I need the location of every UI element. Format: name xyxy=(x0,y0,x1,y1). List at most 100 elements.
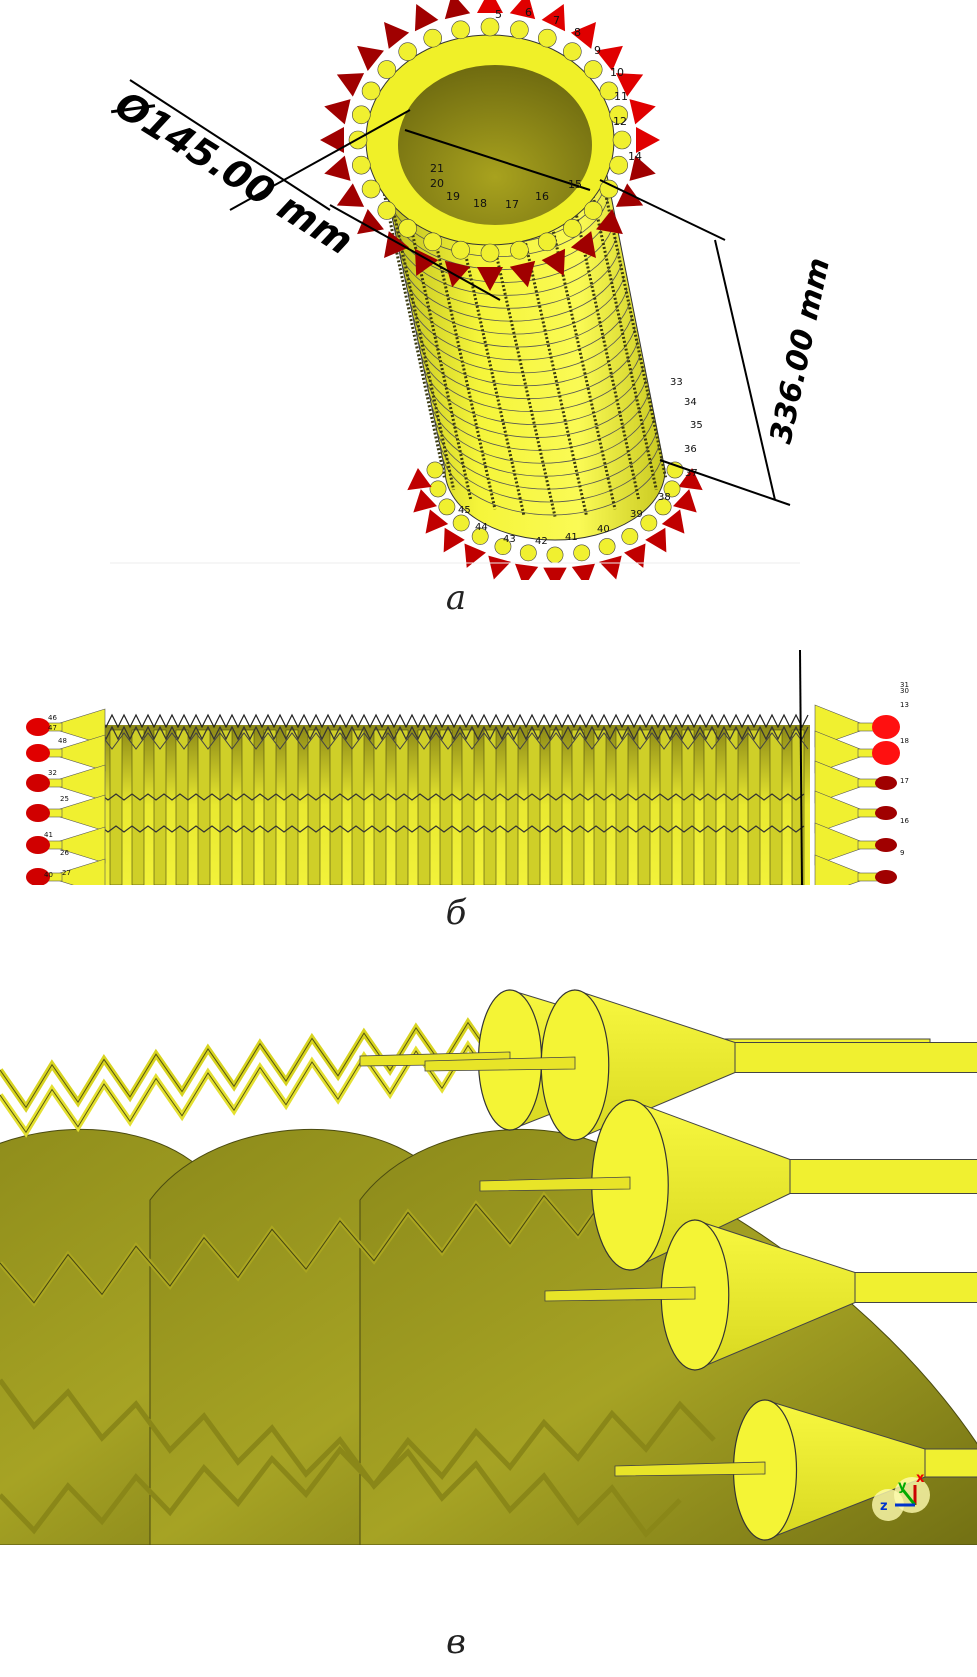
helix-element xyxy=(488,226,557,517)
port-number-label: 11 xyxy=(614,90,628,103)
array-fin xyxy=(769,729,783,886)
horn-probe xyxy=(479,1176,631,1192)
port-antenna-red xyxy=(324,99,351,125)
port-antenna-yellow xyxy=(377,60,397,79)
helix-element xyxy=(387,187,456,491)
axis-x-label: x xyxy=(916,1471,925,1486)
port-number-label: 46 xyxy=(48,714,57,722)
red-cone-left xyxy=(26,718,50,736)
port-number-label: 16 xyxy=(900,817,909,825)
horn-feed xyxy=(789,1159,977,1194)
port-number-label: 39 xyxy=(630,509,643,520)
port-number-label: 40 xyxy=(44,871,53,879)
panel-c-closeup-view: x y z xyxy=(0,960,977,1546)
cylinder-segment-line xyxy=(439,444,660,503)
zigzag-element xyxy=(99,725,809,741)
caption-a: а xyxy=(445,578,467,618)
port-antenna-bottom-red xyxy=(571,563,595,587)
port-antenna-yellow xyxy=(583,60,603,79)
port-antenna-red xyxy=(509,0,536,20)
port-antenna-yellow xyxy=(361,81,381,101)
axis-y-label: y xyxy=(898,1479,907,1494)
port-antenna-bottom-red xyxy=(488,555,511,580)
port-antenna-red xyxy=(384,21,410,49)
array-fin xyxy=(153,729,167,886)
port-antenna-red xyxy=(414,3,439,32)
axis-z-label: z xyxy=(880,1499,888,1514)
port-antenna-red xyxy=(596,45,623,71)
port-number-label: 38 xyxy=(658,492,671,503)
port-antenna-red xyxy=(336,183,365,207)
port-antenna-yellow xyxy=(537,28,557,48)
port-number-label: 41 xyxy=(44,831,53,839)
horn-feed xyxy=(734,1042,977,1073)
array-fin xyxy=(329,729,343,886)
port-number-label: 30 xyxy=(900,687,909,695)
port-antenna-bottom-red xyxy=(678,467,703,491)
port-number-label: 31 xyxy=(900,681,909,689)
port-antenna-red xyxy=(636,127,660,153)
red-cone-left xyxy=(26,774,50,792)
port-number-label: 20 xyxy=(430,177,444,190)
port-antenna-yellow xyxy=(599,179,619,199)
port-antenna-yellow xyxy=(583,201,603,220)
port-antenna-yellow xyxy=(361,179,381,199)
red-cone-left xyxy=(26,868,50,886)
zigzag-element xyxy=(0,1378,682,1538)
port-number-label: 34 xyxy=(684,397,697,408)
array-fin xyxy=(219,729,233,886)
array-fin xyxy=(395,729,409,886)
edge-line xyxy=(799,649,803,886)
port-antenna-yellow xyxy=(423,232,443,252)
port-number-label: 36 xyxy=(684,444,697,455)
helix-element xyxy=(589,187,658,491)
port-number-label: 42 xyxy=(535,536,548,547)
port-antenna-yellow xyxy=(398,42,417,61)
array-fin xyxy=(571,729,585,886)
array-fin xyxy=(747,729,761,886)
red-cone-right xyxy=(875,838,897,852)
port-number-label: 17 xyxy=(900,777,909,785)
port-antenna-yellow xyxy=(480,17,500,37)
port-number-label: 18 xyxy=(473,197,487,210)
port-antenna-yellow xyxy=(510,240,529,260)
port-antenna-yellow xyxy=(377,201,397,220)
red-cone-left xyxy=(26,744,50,762)
port-antenna-bottom-red xyxy=(624,543,646,568)
diameter-dimension xyxy=(129,79,501,301)
length-dimension xyxy=(599,179,791,506)
port-antenna-yellow xyxy=(563,219,582,238)
port-number-label: 26 xyxy=(60,849,69,857)
port-antenna-yellow xyxy=(451,20,470,40)
array-fin xyxy=(373,729,387,886)
port-antenna-bottom-red xyxy=(661,509,685,534)
port-antenna-red xyxy=(357,209,384,235)
port-number-label: 17 xyxy=(505,198,519,211)
port-antenna-bottom-yellow xyxy=(598,538,616,555)
port-antenna-red xyxy=(477,267,503,291)
port-antenna-bottom-red xyxy=(645,527,667,553)
port-antenna-yellow xyxy=(510,20,529,40)
horn-probe xyxy=(614,1461,766,1477)
port-antenna-yellow xyxy=(609,105,628,125)
horn-feed xyxy=(924,1448,977,1478)
caption-b: б xyxy=(445,893,467,933)
zigzag-element xyxy=(0,1400,716,1535)
zigzag-element xyxy=(99,792,805,801)
array-fin xyxy=(285,729,299,886)
red-cone-right xyxy=(875,776,897,790)
zigzag-element xyxy=(99,731,809,750)
port-antenna-bottom-red xyxy=(413,489,437,513)
port-number-label: 27 xyxy=(62,869,71,877)
red-cone-right xyxy=(872,715,900,739)
port-antenna-bottom-red xyxy=(515,563,539,587)
zigzag-element xyxy=(0,1039,521,1134)
port-antenna-yellow xyxy=(563,42,582,61)
port-number-label: 12 xyxy=(613,115,627,128)
port-antenna-red xyxy=(541,248,566,277)
port-antenna-yellow xyxy=(451,240,470,260)
array-fin xyxy=(131,729,145,886)
cylinder-segment-line xyxy=(422,366,644,425)
